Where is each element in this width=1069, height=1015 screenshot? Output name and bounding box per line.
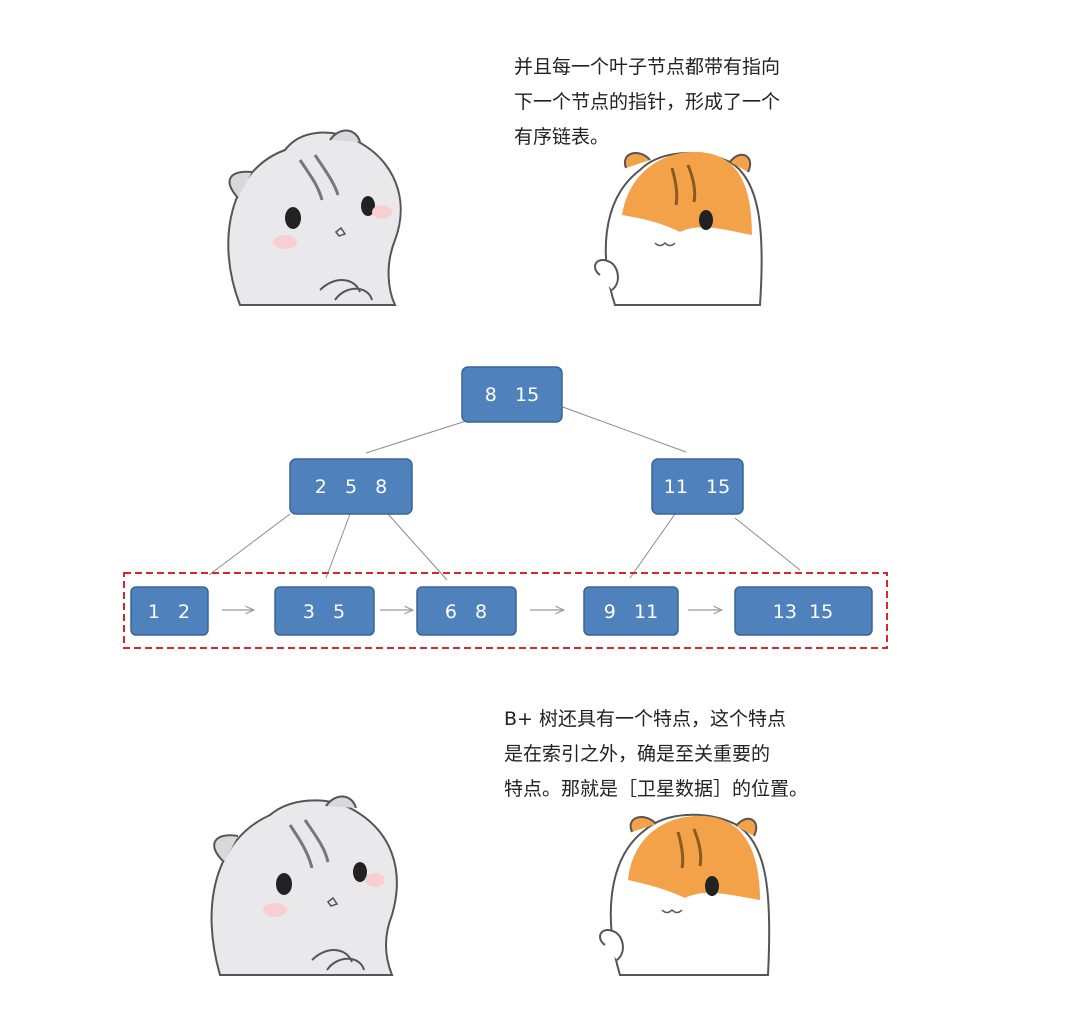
grey-hamster-illustration-bottom [210,795,398,976]
node-keys: 6 8 [445,601,487,623]
orange-hamster-illustration-top [594,151,763,306]
orange-hamster-illustration-bottom [599,813,771,976]
leaf-node: 9 11 [583,586,679,636]
node-keys: 13 15 [773,601,833,623]
leaf-node: 6 8 [416,586,517,636]
caption-line: 下一个节点的指针，形成了一个 [514,91,781,113]
eye-icon [361,196,375,216]
root-node: 8 15 [461,366,563,423]
leaf-node: 13 15 [734,586,873,636]
eye-icon [705,876,719,896]
leaf-node: 3 5 [274,586,375,636]
internal-node: 2 5 8 [289,458,413,515]
tree-edges [208,405,801,581]
node-keys: 2 5 8 [315,476,388,498]
caption-line: 并且每一个叶子节点都带有指向 [514,56,781,78]
node-keys: 11 15 [664,476,730,498]
eye-icon [276,873,292,895]
node-keys: 9 11 [604,601,658,623]
caption-line: 有序链表。 [514,126,610,148]
node-keys: 8 15 [485,384,539,406]
caption-line: 是在索引之外，确是至关重要的 [504,743,771,765]
grey-hamster-illustration-top [227,129,402,306]
eye-icon [353,862,367,882]
caption-line: B+ 树还具有一个特点，这个特点 [504,708,786,730]
node-keys: 3 5 [303,601,345,623]
caption-line: 特点。那就是［卫星数据］的位置。 [504,778,809,800]
eye-icon [699,210,713,230]
caption-bottom: B+ 树还具有一个特点，这个特点 是在索引之外，确是至关重要的 特点。那就是［卫… [504,702,808,807]
internal-node: 11 15 [651,458,744,515]
node-keys: 1 2 [148,601,190,623]
leaf-node: 1 2 [130,586,209,636]
caption-top: 并且每一个叶子节点都带有指向 下一个节点的指针，形成了一个 有序链表。 [514,50,780,155]
eye-icon [285,207,301,229]
